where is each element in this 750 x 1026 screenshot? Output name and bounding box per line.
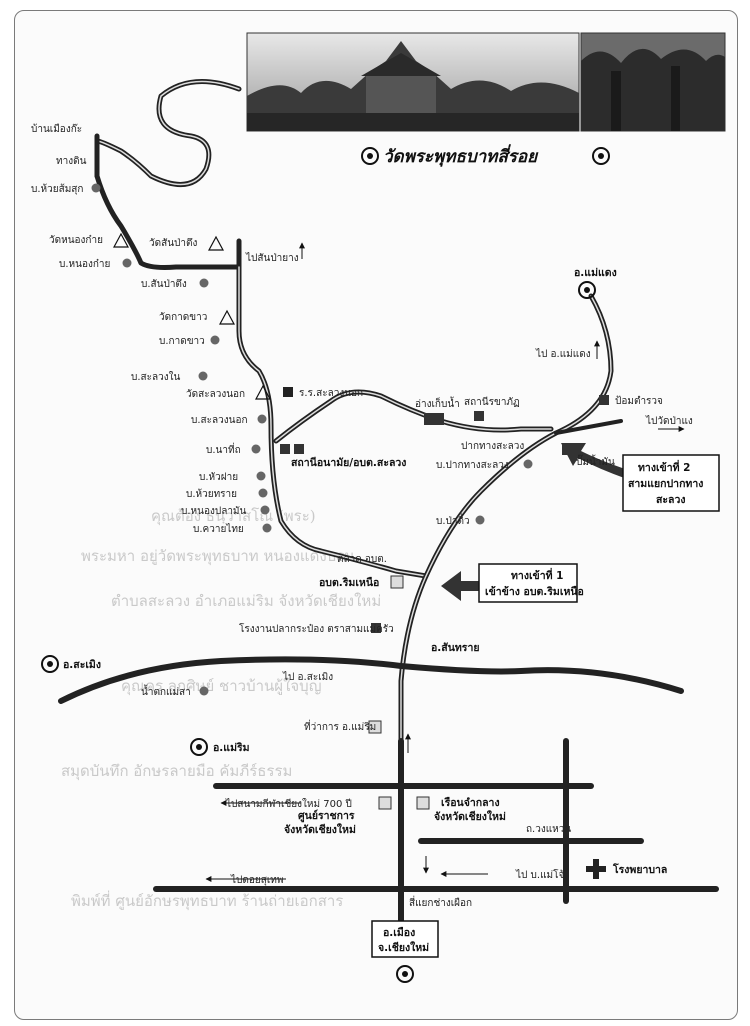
- label-rim-nuea-office: อบต.ริมเหนือ: [319, 576, 379, 589]
- label-ban-nong-kai: บ.หนองก๋าย: [59, 258, 110, 270]
- bg-line-6: พิมพ์ที่ ศูนย์อักษรพุทธบาท ร้านถ่ายเอกสา…: [71, 890, 343, 911]
- label-pak-thang-saluang: ปากทางสะลวง: [461, 441, 524, 452]
- label-ban-kat-khao: บ.กาดขาว: [159, 336, 205, 347]
- label-to-wat-pa-raeng: ไปวัดป่าแง: [645, 415, 693, 427]
- district-mueang-line2: จ.เชียงใหม่: [378, 940, 429, 954]
- road-main-north: [94, 173, 242, 270]
- district-samoeng: อ.สะเมิง: [41, 655, 101, 673]
- label-ban-nong-pla-man: บ.หนองปลามัน: [181, 506, 247, 517]
- district-samoeng-label: อ.สะเมิง: [63, 659, 101, 671]
- label-wat-nong-kai: วัดหนองก๋าย: [49, 234, 103, 246]
- label-mae-rim-office: ที่ว่าการ อ.แม่ริม: [304, 719, 376, 733]
- label-ban-pak-thang-saluang: บ.ปากทางสะลวง: [436, 460, 509, 471]
- entrance-2-line2: สามแยกปากทาง: [628, 478, 703, 490]
- temple-photo: [246, 32, 580, 132]
- road-samoeng: [58, 656, 684, 704]
- district-mae-rim-label: อ.แม่ริม: [213, 742, 250, 754]
- district-markers: อ.แม่แดง อ.สะเมิง อ.แม่ริม อ.เมือง จ.เชี…: [41, 267, 617, 983]
- label-factory: โรงงานปลากระป๋อง ตราสามแม่ครัว: [239, 622, 394, 635]
- label-ban-saluang-nai: บ.สะลวงใน: [131, 371, 181, 383]
- label-to-mae-jo: ไป บ.แม่โจ้: [515, 868, 564, 881]
- label-wat-saluang-nok: วัดสะลวงนอก: [186, 389, 245, 400]
- label-to-mae-taeng: ไป อ.แม่แดง: [535, 348, 591, 360]
- district-mae-taeng: อ.แม่แดง: [574, 267, 617, 299]
- direction-labels: ไปสันป่ายาง ไป อ.แม่แดง ไปวัดป่าแง ไป อ.…: [225, 252, 693, 886]
- hospital-cross-icon: [586, 859, 606, 879]
- district-mueang-line1: อ.เมือง: [383, 926, 415, 939]
- village-dots: [91, 183, 533, 696]
- route-map: คุณต้อง ธนฺวาสโณ (พระ) พระมหา อยู่วัดพระ…: [31, 32, 726, 983]
- bg-line-1: คุณต้อง ธนฺวาสโณ (พระ): [151, 507, 316, 526]
- roads: [58, 78, 719, 949]
- district-mueang: อ.เมือง จ.เชียงใหม่: [371, 920, 439, 983]
- label-ban-huai-som-suk: บ.ห้วยส้มสุก: [31, 183, 83, 195]
- label-ban-san-pa-tueng: บ.สันป่าตึง: [141, 278, 187, 290]
- background-text: คุณต้อง ธนฺวาสโณ (พระ) พระมหา อยู่วัดพระ…: [61, 507, 381, 911]
- title-text: วัดพระพุทธบาทสี่รอย: [383, 144, 539, 167]
- direction-arrows: [205, 242, 685, 882]
- district-mae-rim: อ.แม่ริม: [190, 738, 250, 756]
- label-gov-center-2: จังหวัดเชียงใหม่: [284, 822, 356, 836]
- road-to-temple: [94, 78, 242, 187]
- label-school-saluang-nok: ร.ร.สะลวงนอก: [299, 388, 363, 399]
- label-gas-station: ปั๊มน้ำมัน: [576, 454, 615, 468]
- label-to-doi-suthep: ไปดอยสุเทพ: [230, 874, 283, 886]
- road-wat-pa-raeng: [554, 419, 623, 435]
- label-to-samoeng: ไป อ.สะเมิง: [282, 671, 333, 683]
- entrance-1-line2: เข้าข้าง อบต.ริมเหนือ: [485, 585, 584, 598]
- entrance-arrow-2: [561, 443, 631, 479]
- entrance-2-line1: ทางเข้าที่ 2: [638, 459, 691, 474]
- label-to-san-pa-yang: ไปสันป่ายาง: [245, 252, 299, 264]
- label-health-station: สถานีอนามัย/อบต.สะลวง: [291, 456, 406, 469]
- bg-line-5: สมุดบันทึก อักษรลายมือ คัมภีร์ธรรม: [61, 762, 292, 781]
- label-reservoir: อ่างเก็บน้ำ: [415, 396, 460, 410]
- label-ban-mueang-ko: บ้านเมืองก๊ะ: [31, 123, 82, 135]
- label-nam-tok-mae-sa: น้ำตกแม่สา: [141, 684, 191, 698]
- village-labels: บ้านเมืองก๊ะ ทางดิน บ.ห้วยส้มสุก วัดหนอง…: [31, 123, 524, 698]
- label-wat-kat-khao: วัดกาดขาว: [159, 312, 207, 323]
- label-prison-2: จังหวัดเชียงใหม่: [434, 809, 506, 823]
- entrance-1-box: ทางเข้าที่ 1 เข้าข้าง อบต.ริมเหนือ: [478, 563, 584, 603]
- label-san-saraphi: สถานีรขาภัฏ: [464, 396, 520, 408]
- temple-triangles: [112, 232, 272, 400]
- bg-line-2: พระมหา อยู่วัดพระพุทธบาท หนองแดงบรม: [81, 547, 354, 566]
- label-police-box: ป้อมตำรวจ: [615, 395, 663, 407]
- label-ban-saluang-nok: บ.สะลวงนอก: [191, 415, 248, 426]
- label-hospital: โรงพยาบาล: [612, 863, 667, 876]
- label-ban-khwai-thai: บ.ควายไทย: [193, 523, 244, 535]
- place-labels: ร.ร.สะลวงนอก อ่างเก็บน้ำ สถานีรขาภัฏ สถา…: [239, 388, 667, 909]
- label-prison-1: เรือนจำกลาง: [441, 796, 500, 809]
- entrance-arrow-1: [441, 571, 506, 601]
- label-tang-din: ทางดิน: [56, 156, 87, 167]
- label-ban-huai-sai: บ.ห้วยทราย: [186, 488, 237, 500]
- label-market: ตลาด อบต.: [337, 554, 387, 565]
- entrance-2-line3: สะลวง: [656, 494, 686, 506]
- entrance-2-box: ทางเข้าที่ 2 สามแยกปากทาง สะลวง: [622, 454, 720, 512]
- label-gov-center-1: ศูนย์ราชการ: [298, 809, 355, 823]
- label-san-sai: อ.สันทราย: [431, 642, 480, 654]
- bg-line-3: ตำบลสะลวง อำเภอแม่ริม จังหวัดเชียงใหม่: [111, 592, 381, 610]
- bg-line-4: คุณครู ลูกศิษย์ ชาวบ้านผู้ใจบุญ: [121, 677, 321, 696]
- forest-photo: [580, 32, 726, 132]
- district-mae-taeng-label: อ.แม่แดง: [574, 267, 617, 279]
- label-ring-road: ถ.วงแหวน: [526, 824, 571, 835]
- label-ban-na-thi: บ.นาที่ถ: [206, 442, 241, 456]
- map-title: วัดพระพุทธบาทสี่รอย: [361, 144, 610, 167]
- label-to-700-stadium: ไปสนามกีฬาเชียงใหม่ 700 ปี: [225, 798, 352, 810]
- label-ban-pa-tio: บ.ป่าติ้ว: [436, 513, 470, 527]
- entrance-1-line1: ทางเข้าที่ 1: [511, 567, 564, 582]
- building-squares: [280, 387, 609, 810]
- map-page: คุณต้อง ธนฺวาสโณ (พระ) พระมหา อยู่วัดพระ…: [14, 10, 738, 1020]
- label-ban-hua-fai: บ.หัวฝาย: [199, 472, 238, 483]
- label-chang-phueak: สี่แยกช่างเผือก: [409, 895, 472, 909]
- label-wat-san-pa-tueng: วัดสันป่าตึง: [149, 237, 198, 249]
